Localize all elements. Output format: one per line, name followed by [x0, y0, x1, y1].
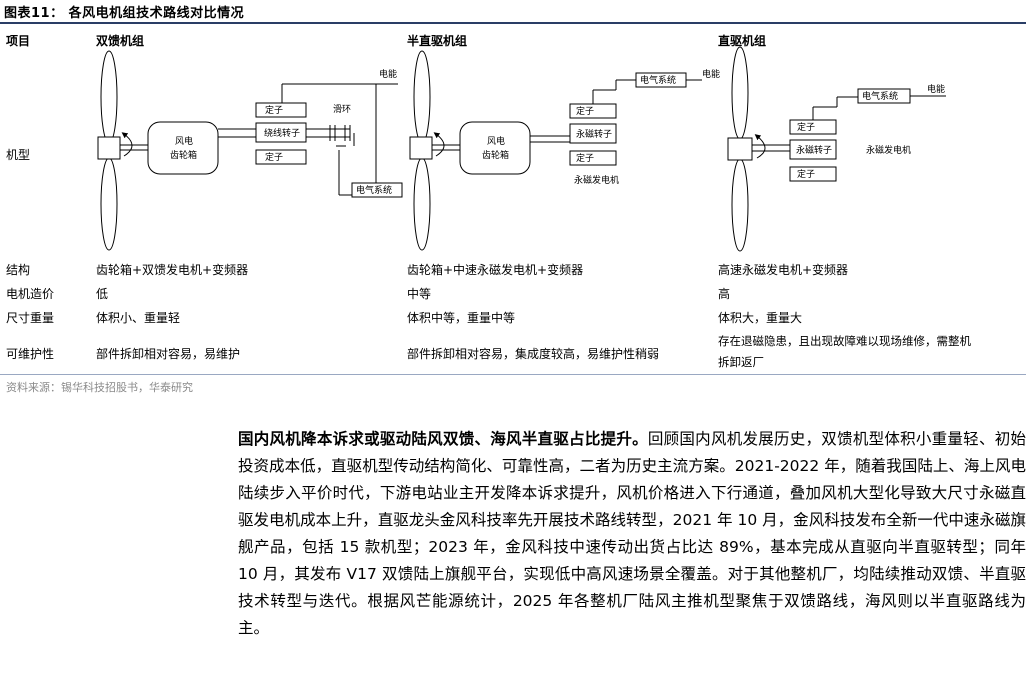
semi-structure: 齿轮箱+中速永磁发电机+变频器: [407, 263, 584, 277]
direct-structure: 高速永磁发电机+变频器: [718, 263, 849, 277]
stator-bottom: [569, 150, 617, 166]
row-label-size: 尺寸重量: [6, 311, 55, 325]
semi-gearbox-label-1: 风电: [487, 135, 505, 147]
semi-power-label: 电能: [702, 68, 720, 80]
dfig-diagram: [97, 50, 403, 251]
semi-cost: 中等: [407, 287, 432, 301]
header-item: 项目: [6, 34, 31, 48]
dfig-size: 体积小、重量轻: [96, 311, 181, 325]
header-semi: 半直驱机组: [407, 34, 468, 48]
blade-bottom: [413, 157, 431, 251]
semi-size: 体积中等，重量中等: [407, 311, 516, 325]
paragraph-lead: 国内风机降本诉求或驱动陆风双馈、海风半直驱占比提升。: [238, 430, 648, 448]
figure-title: 图表11： 各风电机组技术路线对比情况: [4, 6, 245, 21]
gearbox: [459, 121, 531, 175]
dfig-maintain: 部件拆卸相对容易，易维护: [96, 347, 241, 361]
blade-bottom: [100, 157, 118, 251]
rotor: [789, 139, 837, 160]
row-label-structure: 结构: [6, 263, 31, 277]
hub: [409, 136, 433, 160]
hub: [97, 136, 121, 160]
turbine-diagrams: 定子 绕线转子 定子 风电 齿轮箱 滑环 电能 电气系统 定子 永磁转子 定子 …: [97, 46, 946, 252]
direct-diagram: [727, 46, 946, 252]
direct-power-label: 电能: [927, 83, 945, 95]
dfig-structure: 齿轮箱+双馈发电机+变频器: [96, 263, 249, 277]
semi-stator-bottom-label: 定子: [576, 152, 594, 164]
blade-top: [413, 50, 431, 144]
semi-rotor-label: 永磁转子: [576, 128, 612, 140]
direct-electric-system-label: 电气系统: [862, 90, 898, 102]
hub: [727, 137, 753, 161]
dfig-gearbox-label-2: 齿轮箱: [170, 149, 197, 161]
electric-system: [351, 182, 403, 198]
stator-bottom: [789, 166, 837, 182]
rotor: [569, 123, 617, 144]
figure-source: 资料来源：锡华科技招股书，华泰研究: [6, 381, 193, 394]
semi-maintain: 部件拆卸相对容易，集成度较高，易维护性稍弱: [407, 347, 660, 361]
gearbox: [147, 121, 219, 175]
row-label-maintain: 可维护性: [6, 347, 55, 361]
paragraph-body: 回顾国内风机发展历史，双馈机型体积小重量轻、初始投资成本低，直驱机型传动结构简化…: [238, 430, 1026, 637]
rotor: [255, 122, 307, 143]
dfig-stator-top-label: 定子: [265, 104, 283, 116]
dfig-slip-ring-label: 滑环: [333, 104, 351, 115]
row-label-model: 机型: [6, 148, 31, 162]
blade-bottom: [731, 158, 749, 252]
dfig-power-label: 电能: [379, 68, 397, 80]
header-rule: [0, 22, 1026, 24]
semi-generator-label: 永磁发电机: [574, 174, 619, 186]
direct-maintain-line-1: 存在退磁隐患，且出现故障难以现场维修，需整机: [718, 334, 971, 348]
direct-generator-label: 永磁发电机: [866, 144, 911, 156]
direct-cost: 高: [718, 287, 731, 301]
direct-stator-top-label: 定子: [797, 121, 815, 133]
header-direct: 直驱机组: [718, 34, 767, 48]
footer-rule: [0, 374, 1026, 375]
blade-top: [731, 46, 749, 140]
stator-top: [255, 102, 307, 118]
dfig-rotor-label: 绕线转子: [264, 127, 300, 139]
dfig-gearbox-label-1: 风电: [175, 135, 193, 147]
dfig-electric-system-label: 电气系统: [356, 184, 392, 196]
dfig-stator-bottom-label: 定子: [265, 151, 283, 163]
semi-gearbox-label-2: 齿轮箱: [482, 149, 509, 161]
blade-top: [100, 50, 118, 144]
body-paragraph: 国内风机降本诉求或驱动陆风双馈、海风半直驱占比提升。回顾国内风机发展历史，双馈机…: [238, 426, 1026, 642]
header-dfig: 双馈机组: [96, 34, 145, 48]
dfig-cost: 低: [96, 287, 109, 301]
direct-size: 体积大，重量大: [718, 311, 803, 325]
semi-electric-system-label: 电气系统: [640, 74, 676, 86]
direct-maintain-line-2: 拆卸返厂: [718, 355, 764, 369]
direct-rotor-label: 永磁转子: [796, 144, 832, 156]
semi-stator-top-label: 定子: [576, 105, 594, 117]
stator-bottom: [255, 149, 307, 165]
direct-stator-bottom-label: 定子: [797, 168, 815, 180]
row-label-cost: 电机造价: [6, 287, 55, 301]
semi-diagram: [409, 50, 702, 251]
